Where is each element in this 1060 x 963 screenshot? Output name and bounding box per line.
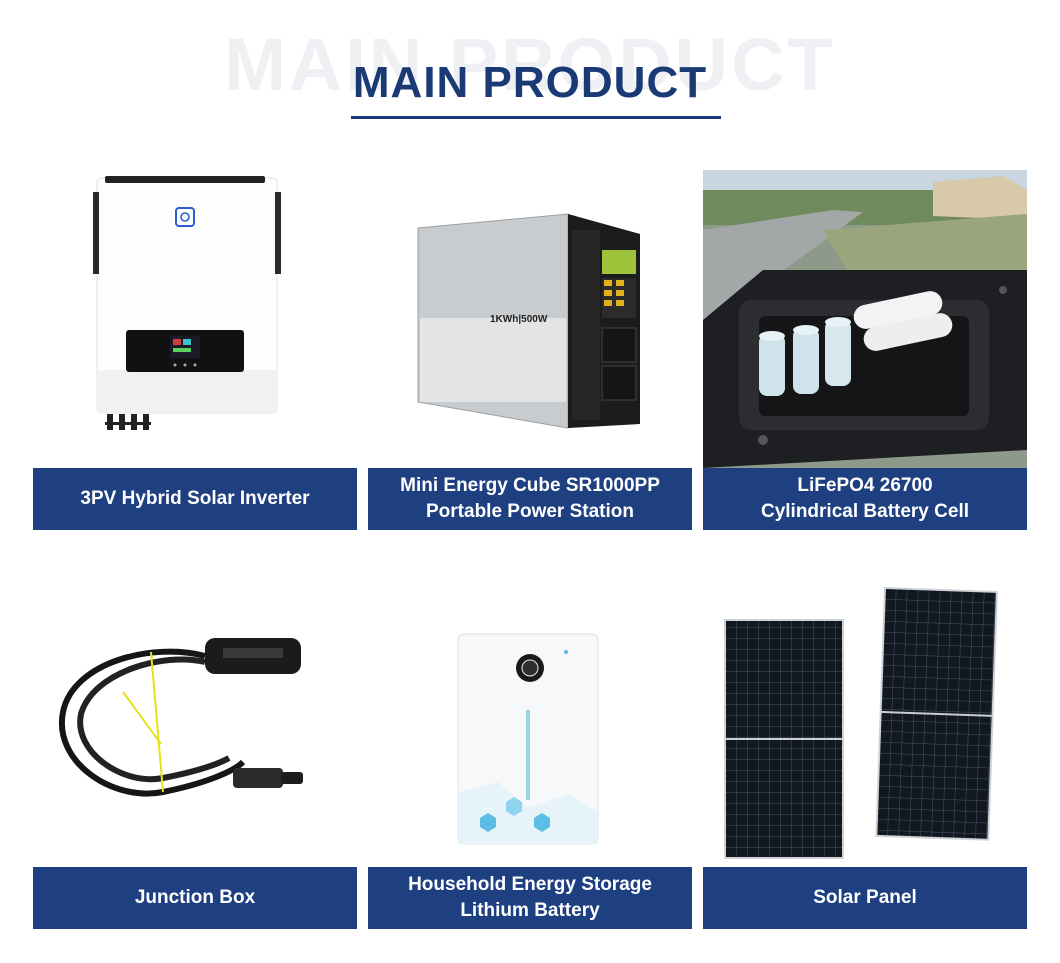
product-label: LiFePO4 26700 Cylindrical Battery Cell	[703, 468, 1027, 530]
product-label: Household Energy Storage Lithium Battery	[368, 867, 692, 929]
power-station-image: 1KWh|500W	[368, 170, 692, 468]
household-battery-image	[368, 572, 692, 867]
product-label: 3PV Hybrid Solar Inverter	[33, 468, 357, 530]
product-card-power-station[interactable]: 1KWh|500W Mini Energy Cube SR1000PP Port…	[368, 170, 692, 530]
product-card-inverter[interactable]: 3PV Hybrid Solar Inverter	[33, 170, 357, 530]
product-label: Solar Panel	[703, 867, 1027, 929]
product-label: Mini Energy Cube SR1000PP Portable Power…	[368, 468, 692, 530]
power-station-rating: 1KWh|500W	[490, 314, 548, 325]
product-card-junction-box[interactable]: Junction Box	[33, 572, 357, 929]
battery-cell-image	[703, 170, 1027, 468]
product-label: Junction Box	[33, 867, 357, 929]
header-watermark: MAIN PRODUCT	[224, 23, 836, 106]
solar-panel-image	[703, 572, 1027, 867]
page-title: MAIN PRODUCT	[352, 58, 708, 107]
inverter-image	[33, 170, 357, 468]
product-card-solar-panel[interactable]: Solar Panel	[703, 572, 1027, 929]
junction-box-image	[33, 572, 357, 867]
title-underline	[351, 116, 721, 119]
product-card-household-battery[interactable]: Household Energy Storage Lithium Battery	[368, 572, 692, 929]
section-header: MAIN PRODUCT MAIN PRODUCT	[0, 0, 1060, 130]
product-card-battery-cell[interactable]: LiFePO4 26700 Cylindrical Battery Cell	[703, 170, 1027, 530]
